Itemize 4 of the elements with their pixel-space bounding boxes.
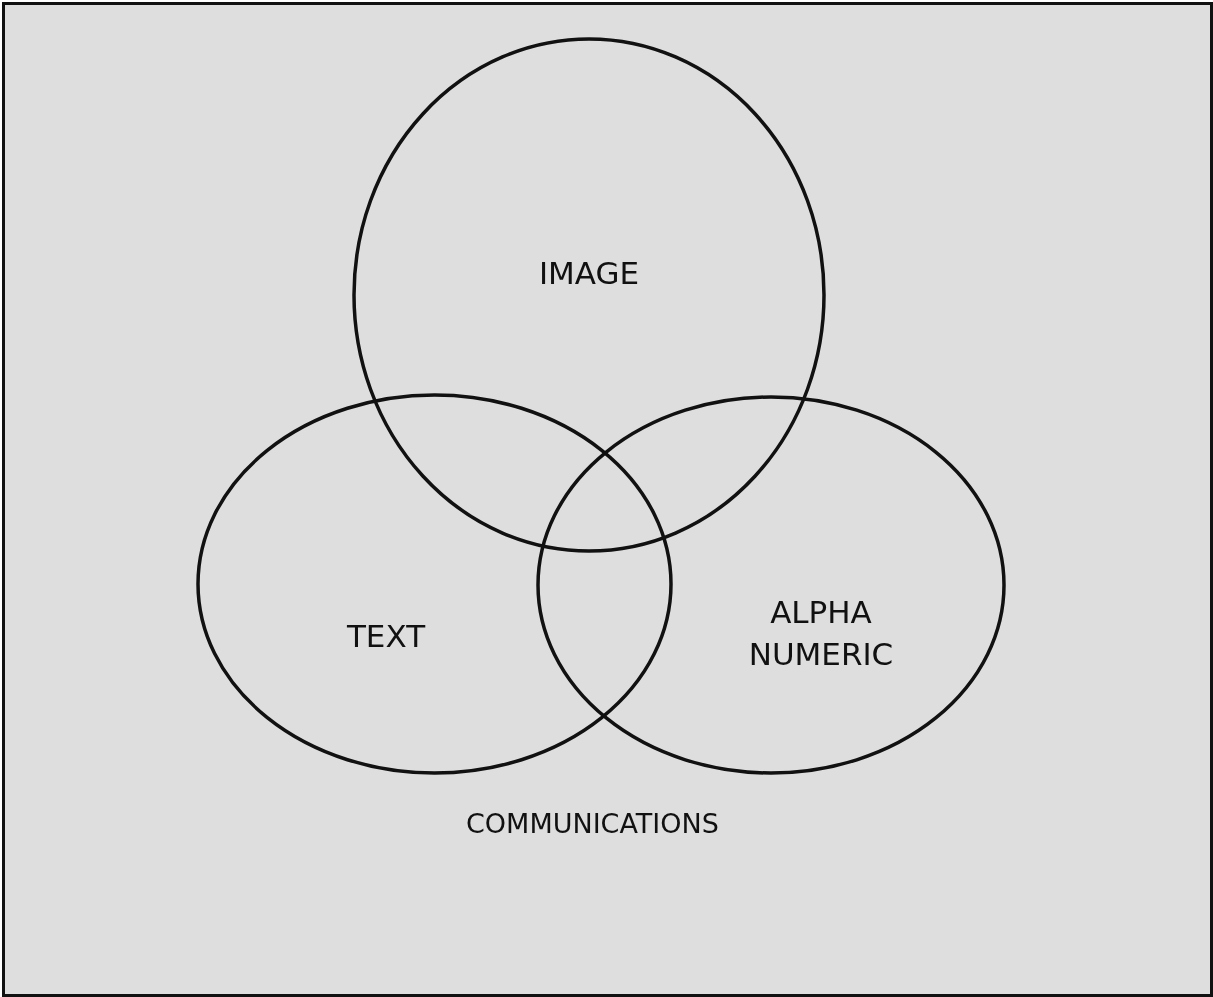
circle-label: TEXT bbox=[345, 617, 427, 656]
caption: COMMUNICATIONS bbox=[466, 808, 719, 839]
circle-label: ALPHA NUMERIC bbox=[747, 593, 895, 674]
circle-label: IMAGE bbox=[537, 254, 641, 293]
